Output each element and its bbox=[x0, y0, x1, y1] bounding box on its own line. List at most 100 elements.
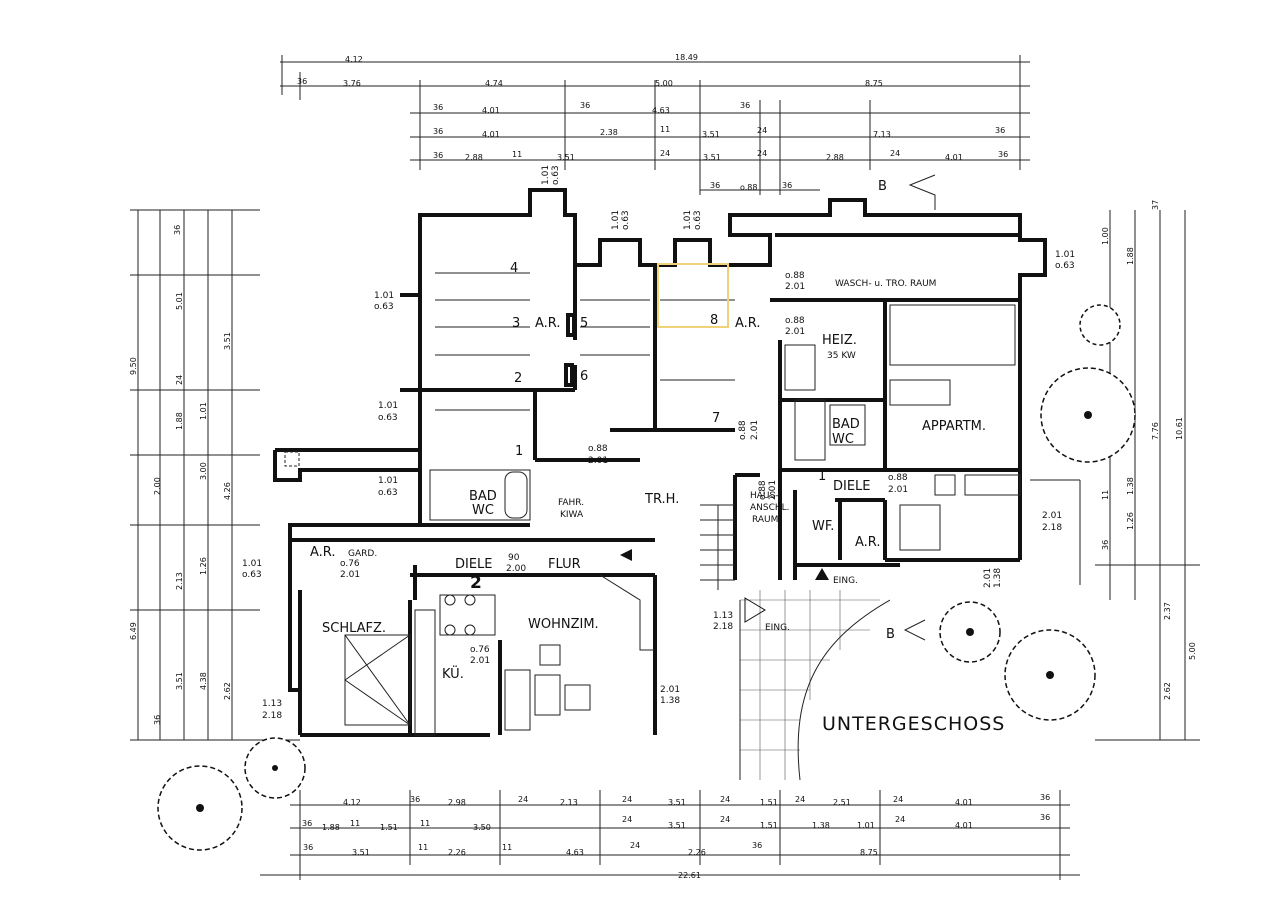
dim-bottom-r1k: 2.51 bbox=[833, 798, 851, 807]
door-label-d6b: 2.01 bbox=[888, 485, 908, 495]
storage-2-number: 2 bbox=[514, 371, 522, 386]
dim-left-d: 5.01 bbox=[175, 292, 184, 310]
dim-right-f: 1.88 bbox=[1126, 247, 1135, 265]
window-label-w5b: o.63 bbox=[551, 165, 561, 185]
utility-room-label-2: ANSCHL. bbox=[750, 503, 790, 513]
markers bbox=[620, 174, 936, 641]
dim-left-q: 24 bbox=[175, 375, 184, 385]
bath-left-label: BAD bbox=[469, 489, 497, 504]
opening-labels: 1.01 o.63 1.01 o.63 1.01 o.63 1.01 o.63 … bbox=[242, 165, 1075, 721]
entrance-label-stairs: EING. bbox=[765, 623, 790, 633]
floor-title: UNTERGESCHOSS bbox=[822, 713, 1005, 735]
dim-bottom-r2f: 3.50 bbox=[473, 823, 491, 832]
dim-right-g: 1.38 bbox=[1126, 477, 1135, 495]
dim-bottom-r1d: 24 bbox=[518, 795, 528, 804]
door-label-d4b: 2.01 bbox=[750, 420, 760, 440]
room-labels: 4 3 A.R. 5 2 6 1 8 A.R. 7 WASCH- u. TRO.… bbox=[310, 179, 1005, 735]
window-label-w8b: o.63 bbox=[1055, 261, 1075, 271]
dim-left-p: 1.01 bbox=[199, 402, 208, 420]
dim-top-r3a: 36 bbox=[433, 103, 443, 112]
dim-top-r5h: 2.88 bbox=[826, 153, 844, 162]
dim-top-r5d: 3.51 bbox=[557, 153, 575, 162]
dim-bottom-r2a: 36 bbox=[302, 819, 312, 828]
walls bbox=[273, 188, 1047, 737]
dim-right-c: 5.00 bbox=[1188, 642, 1197, 660]
door-label-d6a: o.88 bbox=[888, 473, 908, 483]
dim-left-o: 36 bbox=[153, 715, 162, 725]
door-label-d2a: o.88 bbox=[785, 316, 805, 326]
dim-bottom-r2j: 1.51 bbox=[760, 821, 778, 830]
dim-top-r3b: 4.01 bbox=[482, 106, 500, 115]
window-label-w2b: o.63 bbox=[378, 413, 398, 423]
storage-8-number: 8 bbox=[710, 313, 718, 328]
door-label-d5b: 2.01 bbox=[768, 480, 778, 500]
dim-bottom-r2l: 1.01 bbox=[857, 821, 875, 830]
door-label-d14b: 2.18 bbox=[713, 622, 733, 632]
dim-bottom-r3c: 11 bbox=[418, 843, 428, 852]
window-label-w7a: 1.01 bbox=[683, 210, 693, 230]
hall-right-label: DIELE bbox=[833, 479, 871, 494]
door-label-d1a: o.88 bbox=[785, 271, 805, 281]
dim-top-r6a: 36 bbox=[710, 181, 720, 190]
dim-right-d: 2.37 bbox=[1163, 602, 1172, 620]
dim-bottom-r1c: 2.98 bbox=[448, 798, 466, 807]
dim-bottom-r2c: 11 bbox=[350, 819, 360, 828]
storage-bottom-label: A.R. bbox=[310, 545, 336, 560]
dim-top-r4g: 7.13 bbox=[873, 130, 891, 139]
dim-bottom-r2d: 1.51 bbox=[380, 823, 398, 832]
dim-bottom-r3f: 4.63 bbox=[566, 848, 584, 857]
kitchen-label: KÜ. bbox=[442, 665, 464, 682]
dim-bottom-r1g: 3.51 bbox=[668, 798, 686, 807]
window-label-w1a: 1.01 bbox=[374, 291, 394, 301]
dim-bottom-r3b: 3.51 bbox=[352, 848, 370, 857]
dim-bottom-r3j: 8.75 bbox=[860, 848, 878, 857]
dim-bottom-r3a: 36 bbox=[303, 843, 313, 852]
dim-left-h: 1.88 bbox=[175, 412, 184, 430]
storage-left-label: A.R. bbox=[535, 316, 561, 331]
trees bbox=[157, 304, 1136, 851]
heating-room-label: HEIZ. bbox=[822, 333, 857, 348]
dim-bottom-r2g: 24 bbox=[622, 815, 632, 824]
dim-top-r4f: 24 bbox=[757, 126, 767, 135]
window-label-w3a: 1.01 bbox=[378, 476, 398, 486]
storage-6-number: 6 bbox=[580, 369, 588, 384]
furniture bbox=[284, 263, 1081, 781]
dim-bottom-r2b: 1.88 bbox=[322, 823, 340, 832]
window-label-w4b: o.63 bbox=[242, 570, 262, 580]
dim-bottom-r2e: 11 bbox=[420, 819, 430, 828]
wc-right-label: WC bbox=[832, 432, 854, 447]
utility-room-label-3: RAUM bbox=[752, 515, 778, 525]
storage-1-number: 1 bbox=[515, 444, 523, 459]
storage-right-label: A.R. bbox=[735, 316, 761, 331]
dim-top-r2b: 3.76 bbox=[343, 79, 361, 88]
storage-5-number: 5 bbox=[580, 316, 588, 331]
storage-7-number: 7 bbox=[712, 411, 720, 426]
dim-bottom-r3d: 2.26 bbox=[448, 848, 466, 857]
door-label-d12a: 1.13 bbox=[262, 699, 282, 709]
dim-top-r5j: 4.01 bbox=[945, 153, 963, 162]
entrance-label-right: EING. bbox=[833, 576, 858, 586]
dim-top-r2d: 5.00 bbox=[655, 79, 673, 88]
door-label-d4a: o.88 bbox=[738, 420, 748, 440]
dim-bottom-r2m: 24 bbox=[895, 815, 905, 824]
storage-small-label: A.R. bbox=[855, 535, 881, 550]
door-label-d7b: 2.01 bbox=[340, 570, 360, 580]
bottom-dimensions: 4.12 36 2.98 24 2.13 24 3.51 24 1.51 24 … bbox=[260, 790, 1080, 880]
dim-bottom-r1j: 24 bbox=[795, 795, 805, 804]
dim-bottom-r1h: 24 bbox=[720, 795, 730, 804]
dim-top-r5g: 24 bbox=[757, 149, 767, 158]
window-label-w8a: 1.01 bbox=[1055, 250, 1075, 260]
heating-capacity-label: 35 KW bbox=[827, 351, 856, 361]
dim-left-c: 36 bbox=[173, 225, 182, 235]
section-b-top-icon bbox=[908, 174, 936, 210]
washer-label: WF. bbox=[812, 519, 834, 534]
dim-right-a: 7.76 bbox=[1151, 422, 1160, 440]
dim-left-m: 4.38 bbox=[199, 672, 208, 690]
dim-bottom-r1f: 24 bbox=[622, 795, 632, 804]
dim-top-r1b: 18.49 bbox=[675, 53, 698, 62]
dim-left-i: 3.00 bbox=[199, 462, 208, 480]
dim-top-r4d: 11 bbox=[660, 125, 670, 134]
door-label-d1b: 2.01 bbox=[785, 282, 805, 292]
door-label-d9b: 2.01 bbox=[470, 656, 490, 666]
